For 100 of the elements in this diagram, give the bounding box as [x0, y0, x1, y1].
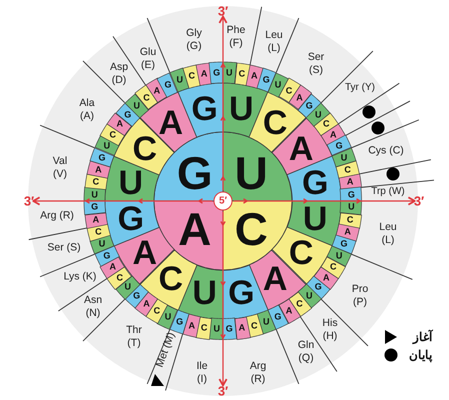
- arrow: [234, 196, 416, 206]
- amino-acid-label: Trp (W): [371, 186, 405, 198]
- amino-acid-label: Ile (I): [195, 360, 209, 386]
- base-letter: G: [133, 292, 140, 301]
- base-letter: C: [143, 93, 150, 102]
- amino-acid-label: Val (V): [52, 154, 68, 182]
- base-letter: G: [228, 276, 255, 310]
- three-prime-label: 3′: [24, 194, 34, 208]
- base-letter: G: [340, 240, 348, 249]
- base-letter: U: [263, 317, 270, 326]
- amino-acid-label: Cys (C): [368, 144, 404, 158]
- base-letter: C: [188, 72, 196, 81]
- base-letter: U: [234, 150, 268, 196]
- base-letter: C: [322, 120, 330, 129]
- base-letter: G: [302, 166, 328, 200]
- base-letter: U: [340, 153, 348, 162]
- base-letter: U: [164, 312, 172, 322]
- base-letter: C: [110, 130, 116, 140]
- base-letter: C: [238, 69, 246, 78]
- base-letter: A: [154, 86, 160, 96]
- third-base-cell: [124, 94, 148, 118]
- base-letter: C: [234, 206, 268, 252]
- base-letter: C: [154, 306, 160, 316]
- three-prime-label: 3′: [414, 194, 424, 208]
- base-letter: A: [92, 215, 100, 224]
- base-letter: A: [178, 206, 212, 252]
- third-base-cell: [209, 62, 223, 84]
- base-letter: A: [95, 165, 102, 174]
- base-letter: G: [306, 101, 313, 110]
- base-letter: U: [104, 142, 110, 151]
- base-letter: A: [143, 300, 150, 309]
- amino-acid-label: Ser (S): [47, 241, 81, 255]
- base-letter: C: [262, 106, 288, 140]
- base-letter: G: [348, 190, 355, 200]
- third-base-cell: [84, 212, 108, 228]
- base-letter: G: [336, 142, 343, 151]
- amino-acid-label: Arg (R): [40, 209, 74, 223]
- three-prime-label: 3′: [218, 4, 228, 18]
- base-letter: A: [262, 262, 288, 296]
- base-letter: U: [118, 166, 144, 200]
- amino-acid-label: Ala (A): [78, 96, 96, 124]
- base-letter: G: [118, 202, 144, 236]
- base-letter: G: [176, 150, 213, 196]
- base-letter: G: [98, 153, 106, 162]
- base-letter: U: [91, 190, 98, 200]
- base-letter: U: [302, 202, 328, 236]
- arrow: [218, 16, 228, 190]
- base-letter: U: [213, 324, 220, 334]
- base-letter: C: [95, 228, 102, 237]
- amino-acid-label: Thr (T): [125, 324, 143, 350]
- base-letter: C: [200, 324, 208, 333]
- amino-acid-label: Met (M): [154, 330, 178, 370]
- amino-acid-label: Leu (L): [264, 28, 284, 56]
- amino-acid-label: Leu (L): [378, 220, 398, 248]
- base-letter: U: [336, 251, 342, 260]
- three-prime-label: 3′: [218, 384, 228, 398]
- base-letter: A: [288, 132, 314, 166]
- amino-acid-label: Arg (R): [248, 360, 268, 386]
- amino-acid-label: Asn (N): [82, 294, 104, 320]
- base-letter: U: [274, 80, 282, 90]
- base-letter: G: [103, 251, 110, 260]
- base-letter: G: [274, 312, 282, 322]
- amino-acid-label: Tyr (Y): [345, 82, 375, 94]
- base-letter: U: [133, 101, 140, 110]
- base-letter: G: [262, 76, 270, 84]
- base-letter: A: [188, 321, 196, 330]
- base-letter: C: [288, 236, 314, 270]
- base-letter: A: [200, 69, 208, 78]
- amino-acid-label: His (H): [321, 316, 339, 344]
- base-letter: G: [91, 202, 98, 212]
- arrow: [32, 196, 212, 206]
- arrow: [218, 212, 228, 386]
- base-letter: C: [344, 165, 351, 174]
- base-letter: U: [314, 110, 322, 120]
- base-letter: A: [116, 120, 124, 129]
- base-letter: G: [213, 68, 220, 78]
- base-letter: A: [158, 106, 184, 140]
- base-letter: U: [229, 92, 254, 126]
- base-letter: A: [346, 178, 354, 187]
- amino-acid-label: Ser (S): [306, 50, 326, 78]
- legend-label: پایان: [409, 348, 432, 362]
- third-base-cell: [116, 276, 140, 300]
- base-letter: G: [226, 324, 233, 334]
- base-letter: G: [314, 282, 322, 292]
- amino-acid-label: Gly (G): [185, 26, 203, 54]
- base-letter: C: [158, 262, 184, 296]
- base-letter: A: [344, 228, 351, 237]
- base-letter: G: [164, 80, 172, 90]
- base-letter: G: [191, 92, 218, 126]
- base-letter: C: [250, 321, 258, 330]
- legend-label: آغاز: [413, 330, 432, 344]
- base-letter: A: [286, 306, 292, 316]
- base-letter: A: [250, 72, 258, 81]
- third-base-cell: [170, 310, 189, 334]
- base-letter: C: [132, 132, 158, 166]
- amino-acid-label: Gln (Q): [296, 338, 316, 366]
- base-letter: C: [346, 215, 354, 224]
- base-letter: U: [306, 292, 313, 301]
- base-letter: A: [238, 324, 246, 333]
- base-letter: C: [92, 178, 100, 187]
